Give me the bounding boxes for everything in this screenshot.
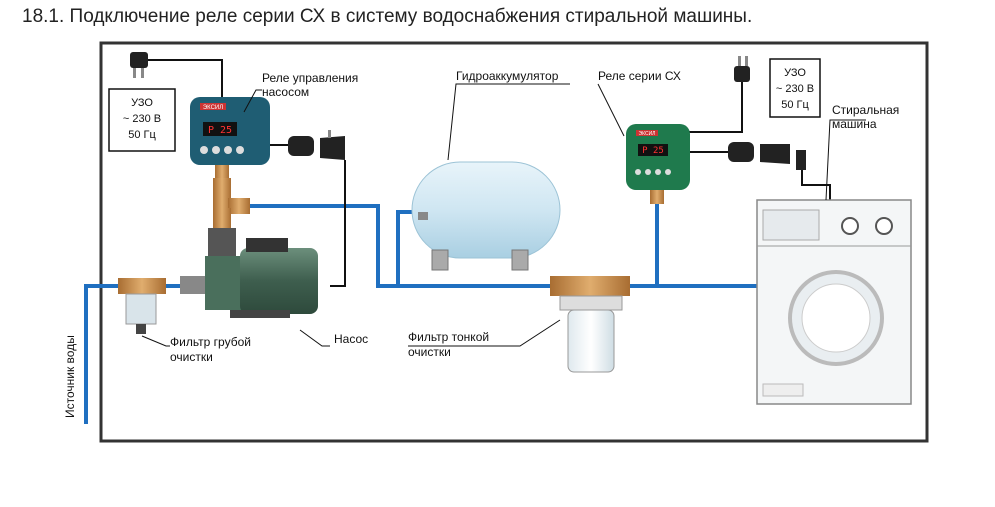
leader-lines bbox=[141, 83, 866, 347]
label-washing-machine-2: машина bbox=[832, 117, 877, 131]
label-coarse-filter-1: Фильтр грубой bbox=[170, 335, 251, 349]
brass-fittings bbox=[208, 178, 250, 256]
relay-display-left: P 25 bbox=[208, 125, 232, 136]
uzo-left-line-3: 50 Гц bbox=[128, 129, 156, 141]
plug-icon bbox=[130, 52, 148, 78]
uzo-right-line-3: 50 Гц bbox=[781, 99, 809, 111]
relay-brand-right: ЭКСИЛ bbox=[639, 131, 656, 137]
pump bbox=[180, 238, 318, 318]
uzo-right-line-2: ~ 230 В bbox=[776, 83, 814, 95]
uzo-left-line-1: УЗО bbox=[131, 97, 153, 109]
label-water-source: Источник воды bbox=[63, 335, 77, 418]
label-fine-filter-2: очистки bbox=[408, 345, 451, 359]
coarse-filter bbox=[118, 278, 166, 334]
label-fine-filter-1: Фильтр тонкой bbox=[408, 330, 489, 344]
plug-icon bbox=[734, 56, 750, 82]
pump-relay: ЭКСИЛ P 25 bbox=[190, 97, 270, 178]
fine-filter bbox=[550, 276, 630, 373]
cx-relay: ЭКСИЛ P 25 bbox=[626, 124, 690, 204]
diagram-frame bbox=[99, 41, 929, 443]
label-pump-relay-2: насосом bbox=[262, 85, 309, 99]
relay-brand-left: ЭКСИЛ bbox=[203, 105, 223, 111]
uzo-right-line-1: УЗО bbox=[784, 67, 806, 79]
label-washing-machine-1: Стиральная bbox=[832, 103, 899, 117]
accumulator-tank bbox=[411, 161, 561, 271]
label-pump: Насос bbox=[334, 332, 368, 346]
uzo-box-left bbox=[108, 88, 176, 152]
socket-icon bbox=[288, 130, 345, 160]
uzo-left-line-2: ~ 230 В bbox=[123, 113, 161, 125]
electric-cables bbox=[148, 59, 831, 287]
label-coarse-filter-2: очистки bbox=[170, 350, 213, 364]
relay-display-right: P 25 bbox=[642, 146, 664, 156]
socket-icon bbox=[728, 142, 806, 170]
label-pump-relay-1: Реле управления bbox=[262, 71, 358, 85]
label-cx-relay: Реле серии СХ bbox=[598, 69, 681, 83]
label-accumulator: Гидроаккумулятор bbox=[456, 69, 559, 83]
washing-machine bbox=[756, 199, 912, 405]
page-title: 18.1. Подключение реле серии СХ в систем… bbox=[22, 6, 753, 27]
uzo-box-right bbox=[769, 58, 821, 118]
